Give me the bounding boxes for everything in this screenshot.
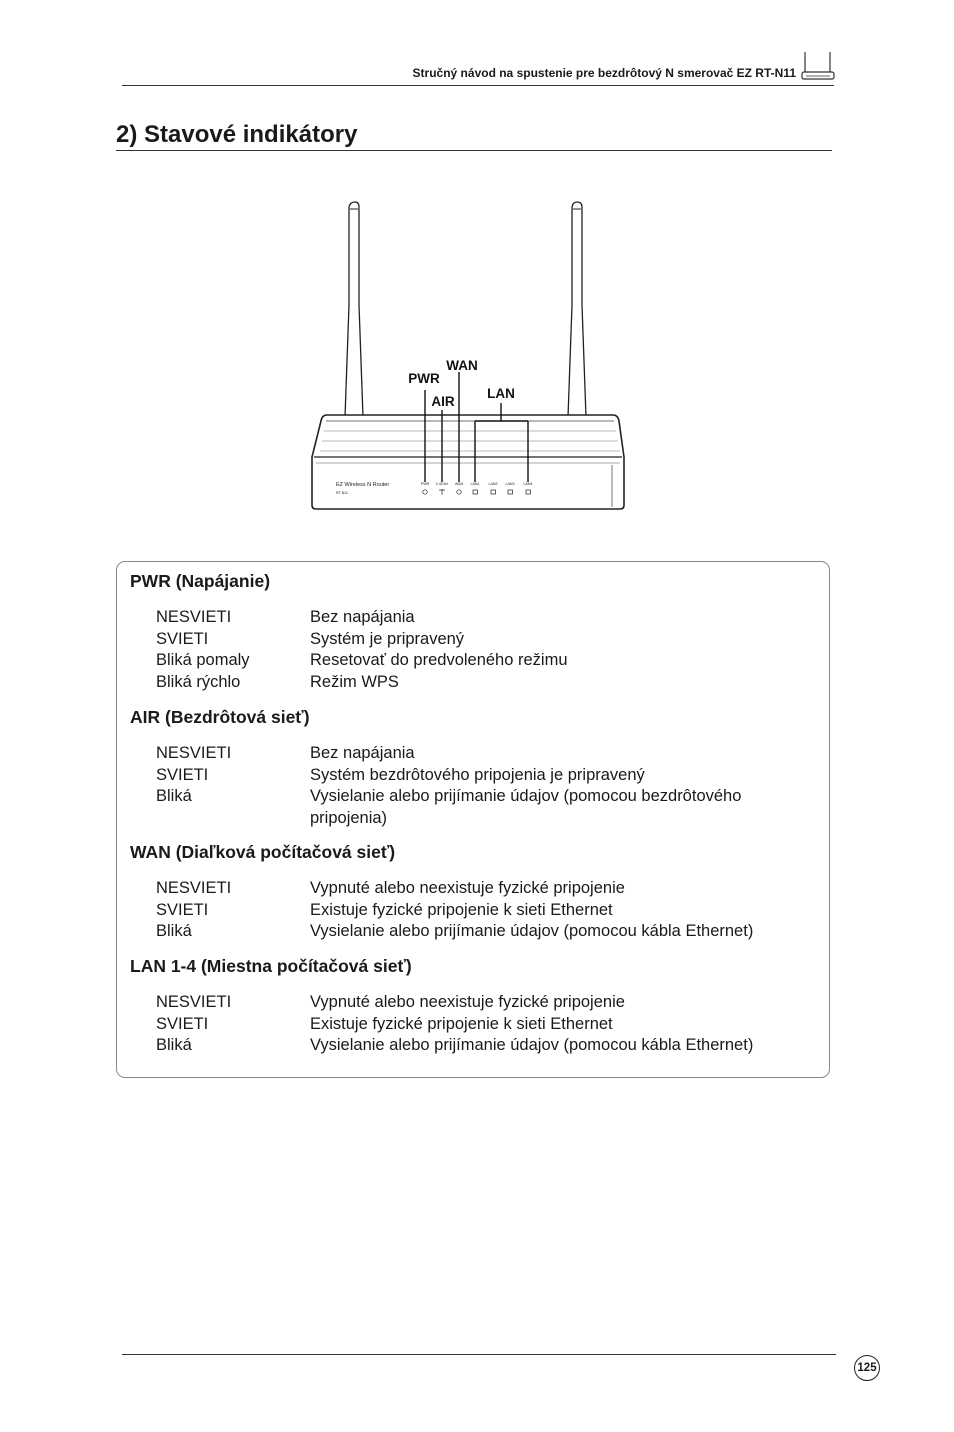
led-label-wan: WAN (455, 482, 464, 486)
state: Bliká rýchlo (156, 672, 241, 691)
description: Bez napájania (310, 608, 415, 626)
callout-pwr: PWR (408, 371, 440, 386)
status-row: Bliká pomaly Resetovať do predvoleného re… (156, 650, 780, 672)
header-rule (122, 85, 834, 86)
description: Existuje fyzické pripojenie k sieti Ethe… (310, 1014, 613, 1033)
status-row: NESVIETI Vypnuté alebo neexistuje fyzické… (156, 992, 780, 1014)
status-row: Bliká Vysielanie alebo prijímanie údajov … (156, 921, 780, 943)
status-row: NESVIETI Bez napájania (156, 607, 780, 629)
state: SVIETI (156, 765, 209, 784)
power-led-icon (422, 489, 428, 495)
page-number: 125 (854, 1355, 880, 1381)
router-icon (801, 52, 835, 80)
description: Systém bezdrôtového pripojenia je pripra… (310, 765, 645, 784)
right-antenna (567, 201, 587, 418)
status-table-box (116, 561, 830, 1078)
state: NESVIETI (156, 608, 232, 626)
router-model-text: EZ Wireless N Router (336, 482, 389, 488)
description: Vypnuté alebo neexistuje fyzické pripoje… (310, 993, 625, 1011)
state: Bliká (156, 922, 192, 940)
status-row: Bliká Vysielanie alebo prijímanie údajov … (156, 1035, 780, 1057)
state: NESVIETI (156, 879, 232, 897)
title-rule (116, 150, 832, 151)
state: Bliká (156, 1036, 192, 1054)
description: Vysielanie alebo prijímanie údajov (pomo… (310, 922, 754, 940)
description: Vypnuté alebo neexistuje fyzické pripoje… (310, 879, 625, 897)
status-row: Bliká Vysielanie alebo prijímanie údajov … (156, 786, 780, 829)
status-row: NESVIETI Bez napájania (156, 743, 780, 765)
wan-led-icon (456, 489, 462, 495)
status-row: SVIETI Systém bezdrôtového pripojenia je … (156, 765, 780, 787)
router-body (311, 414, 625, 510)
callout-air: AIR (431, 394, 455, 409)
state: SVIETI (156, 900, 209, 919)
section-lan: LAN 1-4 (Miestna počítačová sieť) NESVIE… (130, 956, 780, 1057)
page-title: 2) Stavové indikátory (116, 121, 358, 148)
callout-wan: WAN (446, 358, 478, 373)
lan4-led-icon (525, 489, 531, 495)
section-heading: PWR (Napájanie) (130, 571, 271, 591)
led-label-lan2: LAN2 (489, 482, 498, 486)
left-antenna (344, 201, 364, 418)
section-pwr: PWR (Napájanie) NESVIETI Bez napájania SV… (130, 571, 780, 693)
status-row: SVIETI Existuje fyzické pripojenie k siet… (156, 900, 780, 922)
description: Resetovať do predvoleného režimu (310, 651, 568, 669)
section-air: AIR (Bezdrôtová sieť) NESVIETI Bez napája… (130, 707, 780, 829)
description: Bez napájania (310, 744, 415, 762)
status-row: Bliká rýchlo Režim WPS (156, 672, 780, 694)
router-diagram: EZ Wireless N Router RT-N11 PWR 2.4GHz W… (311, 201, 625, 510)
description: Vysielanie alebo prijímanie údajov (pomo… (310, 787, 742, 827)
section-heading: WAN (Diaľková počítačová sieť) (130, 842, 396, 862)
lan3-led-icon (507, 489, 513, 495)
state: SVIETI (156, 1014, 209, 1033)
led-label-lan3: LAN3 (506, 482, 515, 486)
led-label-lan1: LAN1 (471, 482, 480, 486)
state: Bliká (156, 787, 192, 805)
description: Vysielanie alebo prijímanie údajov (pomo… (310, 1036, 754, 1054)
router-sub-text: RT-N11 (336, 491, 348, 495)
section-wan: WAN (Diaľková počítačová sieť) NESVIETI V… (130, 842, 780, 943)
wireless-led-icon (439, 489, 445, 495)
led-label-lan4: LAN4 (524, 482, 533, 486)
state: NESVIETI (156, 744, 232, 762)
status-row: SVIETI Existuje fyzické pripojenie k siet… (156, 1014, 780, 1036)
state: NESVIETI (156, 993, 232, 1011)
status-row: SVIETI Systém je pripravený (156, 629, 780, 651)
description: Systém je pripravený (310, 629, 465, 648)
description: Existuje fyzické pripojenie k sieti Ethe… (310, 900, 613, 919)
led-label-air: 2.4GHz (436, 482, 448, 486)
lan1-led-icon (472, 489, 478, 495)
description: Režim WPS (310, 672, 399, 691)
led-label-pwr: PWR (421, 482, 430, 486)
section-heading: LAN 1-4 (Miestna počítačová sieť) (130, 956, 412, 976)
footer-rule (122, 1354, 836, 1355)
state: SVIETI (156, 629, 209, 648)
status-row: NESVIETI Vypnuté alebo neexistuje fyzické… (156, 878, 780, 900)
lan2-led-icon (490, 489, 496, 495)
callout-lan: LAN (487, 386, 515, 401)
running-header: Stručný návod na spustenie pre bezdrôtov… (412, 66, 796, 80)
callout-lines (424, 372, 529, 482)
state: Bliká pomaly (156, 651, 250, 669)
section-heading: AIR (Bezdrôtová sieť) (130, 707, 310, 727)
